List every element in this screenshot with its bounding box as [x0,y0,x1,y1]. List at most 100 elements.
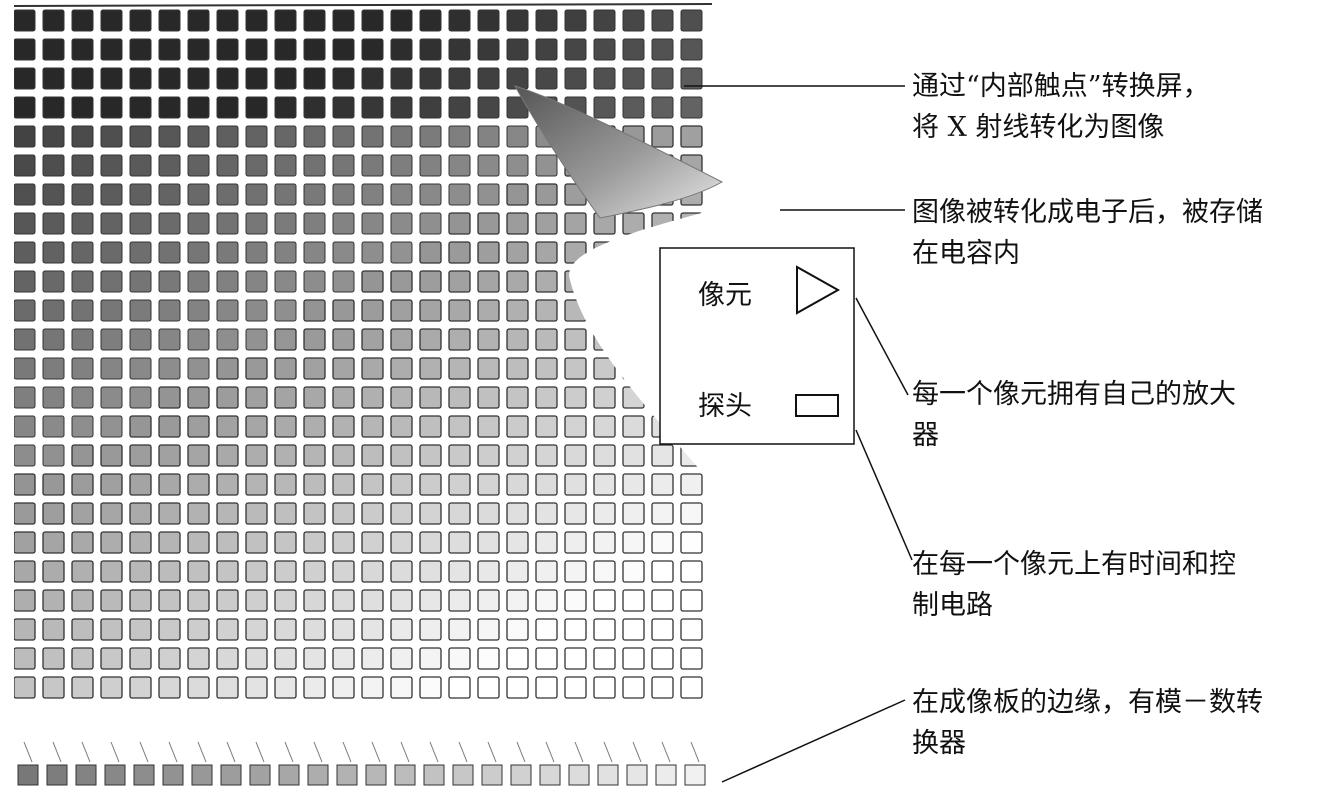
pixel-cell [14,299,36,322]
pixel-cell [564,618,587,641]
adc-cell [481,764,503,786]
panel-top-edge [13,3,713,7]
pixel-cell [506,444,529,467]
pixel-cell [274,502,297,525]
pixel-cell [390,444,413,467]
pixel-cell [622,502,645,525]
pixel-cell [419,473,442,496]
pixel-cell [14,676,36,699]
pixel-cell [274,444,297,467]
pixel-cell [158,38,181,61]
pixel-cell [216,125,239,148]
connector-trace [226,741,236,763]
pixel-cell [390,647,413,670]
pixel-cell [216,212,239,235]
pixel-cell [680,502,703,525]
pixel-cell [216,357,239,380]
pixel-cell [245,212,268,235]
pixel-cell [42,38,65,61]
pixel-cell [187,502,210,525]
pixel-cell [42,299,65,322]
pixel-cell [129,589,152,612]
pixel-cell [245,676,268,699]
pixel-cell [129,67,152,90]
pixel-cell [651,502,674,525]
callout-line: 在每一个像元上有时间和控 [912,549,1236,580]
pixel-cell [506,415,529,438]
pixel-cell [448,676,471,699]
pixel-cell [303,328,326,351]
pixel-cell [361,328,384,351]
pixel-cell [477,560,500,583]
pixel-cell [14,328,36,351]
pixel-cell [419,444,442,467]
pixel-cell [332,560,355,583]
pixel-cell [158,676,181,699]
pixel-cell [332,647,355,670]
peeled-corner [513,85,724,219]
pixel-cell [593,299,616,322]
pixel-cell [303,38,326,61]
pixel-cell [129,647,152,670]
pixel-cell [100,676,123,699]
pixel-cell [129,444,152,467]
pixel-cell [332,183,355,206]
pixel-cell [129,212,152,235]
callout-line: 换器 [912,728,966,759]
pixel-cell [477,473,500,496]
pixel-cell [71,618,94,641]
pixel-cell [332,502,355,525]
pixel-cell [100,357,123,380]
pixel-cell [622,67,645,90]
connector-trace [52,741,62,763]
pixel-cell [535,502,558,525]
pixel-cell [622,473,645,496]
pixel-cell [332,589,355,612]
pixel-cell [158,618,181,641]
pixel-cell [129,618,152,641]
pixel-cell [651,212,674,235]
adc-cell [452,764,474,786]
pixel-cell [564,9,587,32]
pixel-cell [622,328,645,351]
pixel-cell [129,154,152,177]
pixel-cell [448,270,471,293]
pixel-cell [129,502,152,525]
pixel-cell [448,444,471,467]
adc-cell [75,764,97,786]
pixel-cell [535,415,558,438]
pixel-cell [419,183,442,206]
pixel-cell [245,386,268,409]
pixel-cell [390,241,413,264]
pixel-cell [100,415,123,438]
pixel-cell [187,38,210,61]
pixel-cell [14,67,36,90]
callout-conversion-screen: 通过“内部触点”转换屏， 将 X 射线转化为图像 [912,66,1210,148]
triangle-icon [796,265,841,315]
adc-cell [365,764,387,786]
pixel-cell [535,328,558,351]
connector-trace [342,741,352,763]
pixel-cell [651,560,674,583]
pixel-cell [593,589,616,612]
pixel-cell [564,212,587,235]
pixel-cell [158,415,181,438]
pixel-cell [245,299,268,322]
pixel-cell [216,386,239,409]
pixel-cell [477,676,500,699]
pixel-cell [564,386,587,409]
pixel-cell [361,241,384,264]
pixel-cell [187,415,210,438]
pixel-cell [129,415,152,438]
pixel-cell [303,299,326,322]
pixel-cell [332,473,355,496]
pixel-cell [477,618,500,641]
pixel-cell [71,299,94,322]
pixel-cell [506,241,529,264]
connector-trace [545,741,555,763]
pixel-cell [274,38,297,61]
pixel-cell [448,560,471,583]
pixel-cell [506,560,529,583]
pixel-cell [245,9,268,32]
pixel-cell [477,647,500,670]
